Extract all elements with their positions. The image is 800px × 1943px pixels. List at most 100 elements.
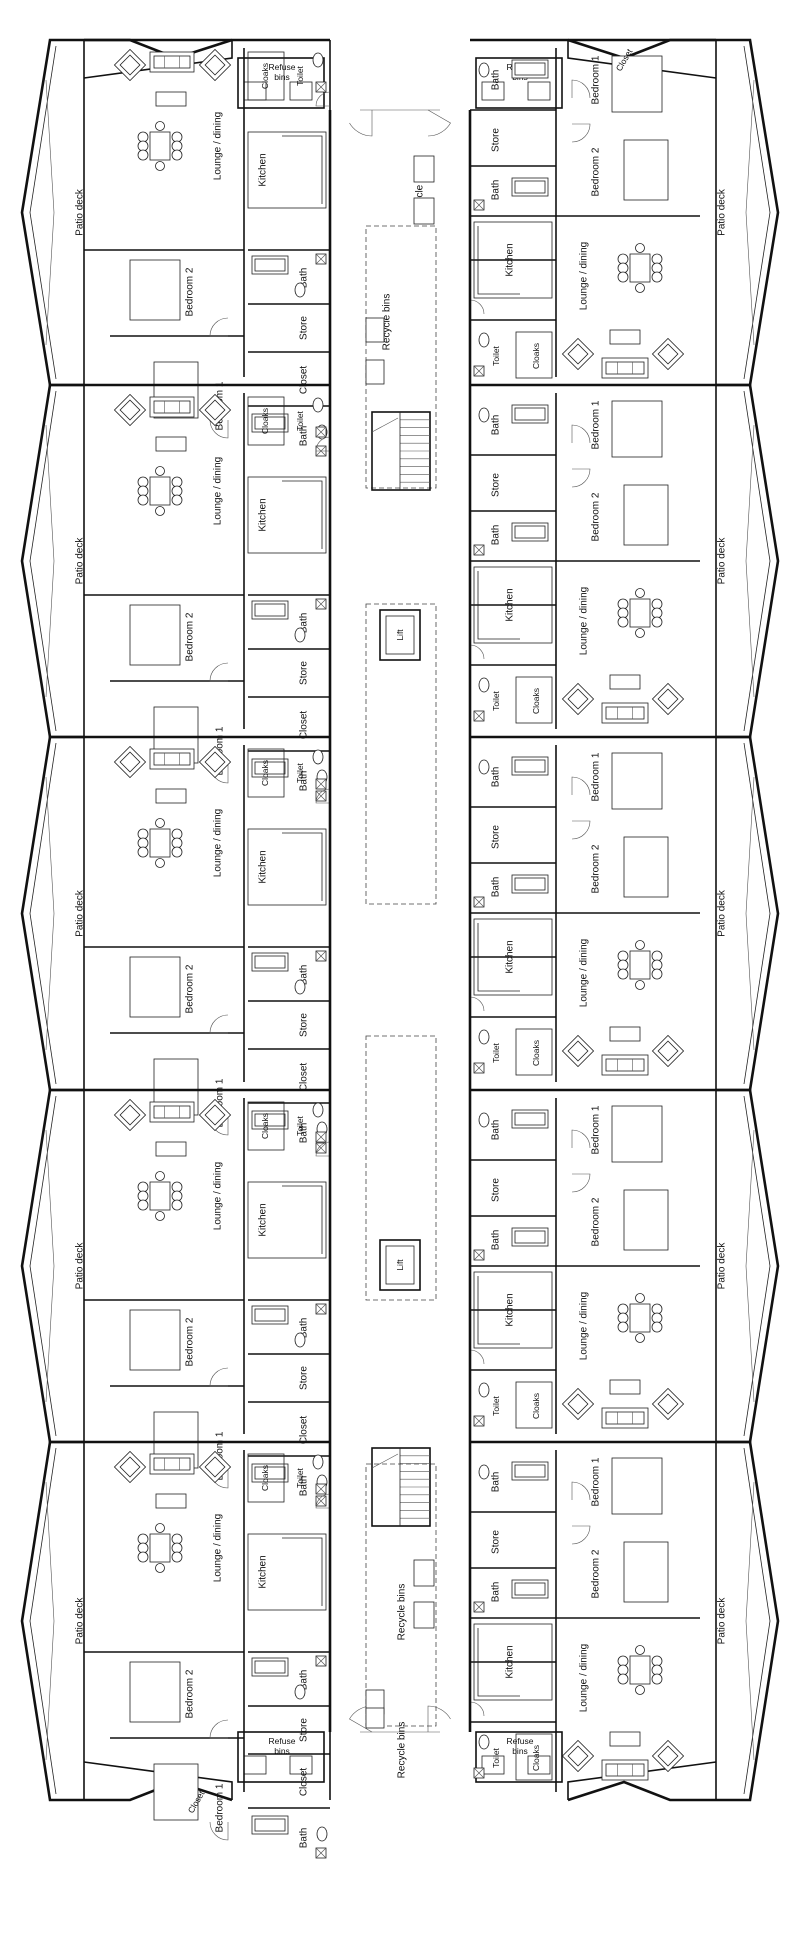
chair-icon bbox=[137, 1542, 149, 1554]
chair-seat bbox=[657, 1040, 679, 1062]
chair-icon bbox=[617, 1303, 629, 1315]
chair-seat bbox=[204, 399, 226, 421]
lift-shaft bbox=[379, 609, 421, 661]
kitchen-outline bbox=[473, 1271, 553, 1349]
door-swing bbox=[571, 424, 591, 444]
toilet-icon bbox=[312, 52, 324, 68]
label-bath: Bath bbox=[491, 1230, 502, 1251]
door-swing bbox=[209, 317, 229, 337]
duct-cross bbox=[473, 1415, 485, 1427]
toilet-bowl bbox=[294, 1332, 306, 1348]
label-bath: Bath bbox=[491, 1472, 502, 1493]
label-kitchen: Kitchen bbox=[258, 1555, 269, 1588]
label-store: Store bbox=[299, 1366, 310, 1390]
bathtub-icon bbox=[511, 1461, 549, 1481]
duct-icon bbox=[473, 1767, 485, 1779]
facade-inner bbox=[29, 45, 57, 380]
lift-car bbox=[385, 615, 415, 655]
duct-cross bbox=[315, 598, 327, 610]
facade-inner bbox=[743, 1095, 771, 1437]
sofa-seat bbox=[605, 1411, 645, 1425]
label-bedroom-2: Bedroom 2 bbox=[185, 612, 196, 661]
label-refuse-bins-line1: Refuse bbox=[507, 1736, 534, 1746]
door-swing-entry bbox=[315, 91, 331, 107]
label-patio-deck: Patio deck bbox=[717, 1597, 728, 1645]
kitchen-counter bbox=[477, 1628, 520, 1697]
label-bedroom-1: Bedroom 1 bbox=[215, 1783, 226, 1832]
armchair-icon bbox=[651, 1739, 685, 1773]
lift-upper: Lift bbox=[379, 609, 421, 661]
duct-icon bbox=[473, 365, 485, 377]
door-swing-entry bbox=[315, 1493, 331, 1509]
bed-icon bbox=[129, 604, 181, 666]
toilet-icon bbox=[478, 1029, 490, 1045]
coffee-table bbox=[609, 1026, 641, 1042]
tub-inner bbox=[254, 1818, 286, 1832]
recycle-bin-icon bbox=[365, 359, 385, 385]
dining-table-icon bbox=[617, 243, 663, 293]
chair-icon bbox=[651, 1312, 663, 1324]
armchair-icon bbox=[651, 1034, 685, 1068]
door-swing bbox=[571, 1129, 591, 1149]
bin-icon bbox=[527, 81, 551, 101]
bathtub-icon bbox=[251, 600, 289, 620]
chair-icon bbox=[651, 616, 663, 628]
stair-arrow bbox=[371, 417, 399, 433]
chair-icon bbox=[617, 1673, 629, 1685]
stair-bottom bbox=[371, 1447, 431, 1527]
recycle-bin-icon bbox=[413, 1601, 435, 1629]
toilet-icon bbox=[478, 1112, 490, 1128]
chair-icon bbox=[617, 1655, 629, 1667]
kitchen-counter bbox=[477, 1276, 520, 1345]
bed-frame bbox=[129, 1661, 181, 1723]
cloaks-outline bbox=[515, 1028, 553, 1076]
lift-car bbox=[385, 1245, 415, 1285]
door-swing bbox=[571, 776, 591, 796]
armchair-icon bbox=[198, 393, 232, 427]
chair-seat bbox=[567, 688, 589, 710]
label-bath: Bath bbox=[299, 1476, 310, 1497]
chair-icon bbox=[635, 1645, 645, 1655]
chair-icon bbox=[651, 271, 663, 283]
chair-icon bbox=[635, 1685, 645, 1695]
recycle-bin-icon bbox=[365, 317, 385, 343]
sofa-seat bbox=[605, 361, 645, 375]
chair-icon bbox=[155, 506, 165, 516]
toilet-icon bbox=[294, 627, 306, 643]
door-arc bbox=[571, 123, 591, 143]
door-arc bbox=[571, 1525, 591, 1545]
bed-frame bbox=[611, 752, 663, 810]
chair-icon bbox=[171, 1181, 183, 1193]
label-bedroom-1: Bedroom 1 bbox=[215, 1078, 226, 1127]
toilet-icon bbox=[316, 1826, 328, 1842]
door-swing bbox=[209, 419, 229, 439]
door-arc bbox=[427, 1705, 451, 1732]
duct-icon bbox=[315, 81, 327, 93]
chair-icon bbox=[137, 837, 149, 849]
table-top bbox=[629, 1655, 651, 1685]
label-toilet: Toilet bbox=[295, 1467, 305, 1487]
kitchen-outline bbox=[247, 1181, 327, 1259]
bathtub-icon bbox=[511, 59, 549, 79]
bed-frame bbox=[623, 484, 669, 546]
bin-icon bbox=[481, 81, 505, 101]
chair-icon bbox=[137, 494, 149, 506]
toilet-icon bbox=[294, 282, 306, 298]
toilet-icon bbox=[312, 397, 324, 413]
label-toilet: Toilet bbox=[491, 1042, 501, 1062]
toilet-icon bbox=[478, 677, 490, 693]
label-kitchen: Kitchen bbox=[258, 153, 269, 186]
armchair-icon bbox=[561, 337, 595, 371]
label-cloaks: Cloaks bbox=[260, 1465, 270, 1491]
label-bedroom-1: Bedroom 1 bbox=[591, 1105, 602, 1154]
chair-icon bbox=[617, 607, 629, 619]
end-wall bbox=[83, 1761, 233, 1800]
chair-seat bbox=[567, 1393, 589, 1415]
label-kitchen: Kitchen bbox=[258, 1203, 269, 1236]
door-arc bbox=[469, 1701, 485, 1717]
